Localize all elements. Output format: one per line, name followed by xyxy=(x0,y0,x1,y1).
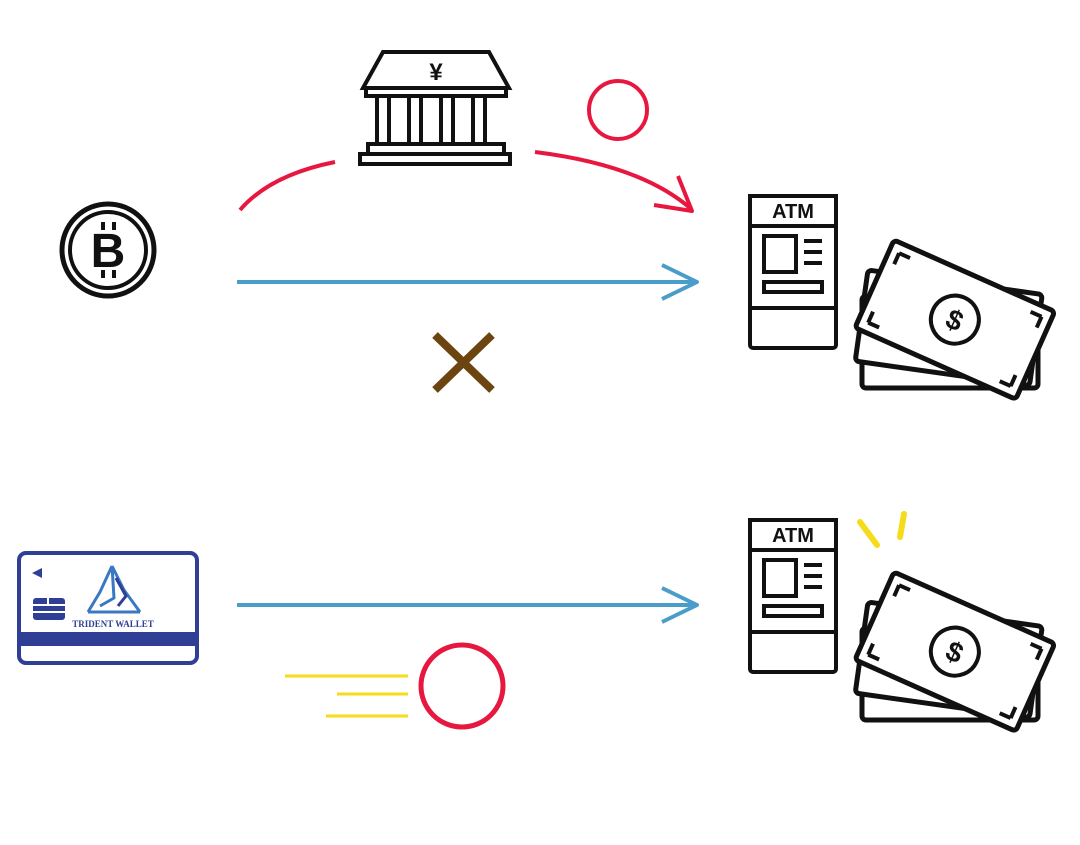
card-chip-icon xyxy=(33,598,65,620)
card-brand-text: TRIDENT WALLET xyxy=(72,619,153,629)
blue-arrowhead-top xyxy=(661,263,699,301)
trident-logo-icon xyxy=(86,565,142,614)
brown-x-icon xyxy=(432,332,495,393)
trident-wallet-card-icon: TRIDENT WALLET xyxy=(17,551,199,665)
atm-label-bottom: ATM xyxy=(772,525,814,547)
blue-arrowhead-bottom xyxy=(661,586,699,624)
red-circle-ok-icon xyxy=(587,79,649,141)
red-arrowhead xyxy=(653,175,694,213)
atm-icon-bottom: ATM xyxy=(748,518,838,674)
sparkle-icon xyxy=(857,511,907,548)
bank-icon: ¥ xyxy=(358,50,513,166)
bitcoin-coin-icon: B xyxy=(59,201,157,299)
route-from-bank-line xyxy=(534,150,692,210)
cash-stack-icon-bottom: $ xyxy=(855,572,1055,731)
bank-yen-symbol: ¥ xyxy=(429,59,443,86)
speed-lines-icon xyxy=(285,674,408,718)
route-to-bank-line xyxy=(238,160,336,212)
atm-label-top: ATM xyxy=(772,201,814,223)
cash-stack-icon-top: $ xyxy=(855,240,1055,399)
bitcoin-symbol: B xyxy=(91,225,126,278)
red-circle-ok-icon-bottom xyxy=(418,642,506,730)
atm-icon-top: ATM xyxy=(748,194,838,350)
